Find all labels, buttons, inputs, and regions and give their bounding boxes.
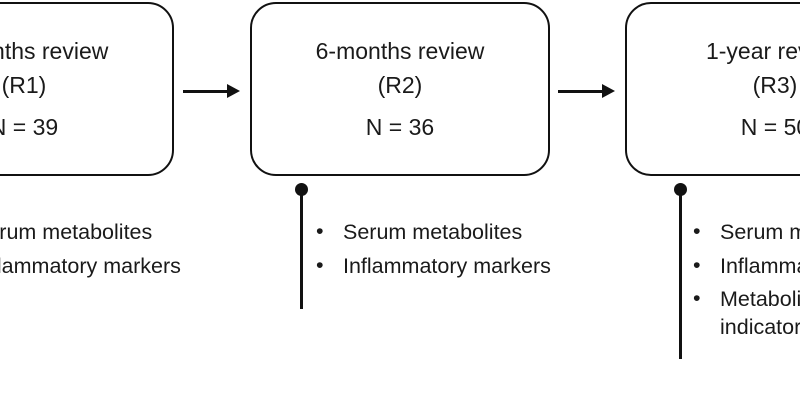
review-title: 1-year review	[705, 38, 800, 64]
measure-label: Inflammatory markers	[343, 253, 551, 278]
review-box-r3: 1-year review (R3) N = 50	[625, 2, 800, 176]
measure-list-r2: • Serum metabolites • Inflammatory marke…	[316, 220, 551, 290]
measure-label: Serum metabolites	[343, 220, 523, 244]
timeline-marker-line	[300, 189, 303, 309]
list-item: • Inflammatory markers	[693, 253, 800, 278]
measure-label: indicators	[720, 314, 800, 339]
measure-label: Metabolic	[720, 287, 800, 311]
flow-arrow	[558, 84, 615, 98]
timeline-marker-line	[679, 189, 682, 359]
review-title: 6-months review	[315, 38, 485, 64]
list-item: • Serum metabolites	[693, 220, 800, 244]
list-item: • Inflammatory markers	[0, 253, 181, 278]
review-box-r1: 6-months review (R1) N = 39	[0, 2, 174, 176]
review-n-count: N = 39	[0, 114, 59, 140]
list-item: indicators	[720, 314, 800, 339]
measure-label: Inflammatory markers	[0, 253, 181, 278]
review-title: 6-months review	[0, 38, 109, 64]
review-code: (R3)	[752, 72, 798, 98]
list-item: • Serum metabolites	[0, 220, 181, 244]
list-item: • Metabolic	[693, 287, 800, 311]
review-n-count: N = 50	[740, 114, 800, 140]
bullet-icon: •	[316, 219, 324, 243]
bullet-icon: •	[693, 286, 701, 310]
measure-label: Inflammatory markers	[720, 253, 800, 278]
review-code: (R2)	[377, 72, 423, 98]
review-box-r2: 6-months review (R2) N = 36	[250, 2, 550, 176]
measure-label: Serum metabolites	[720, 220, 800, 244]
bullet-icon: •	[693, 219, 701, 243]
list-item: • Inflammatory markers	[316, 253, 551, 278]
measure-list-r1: • Serum metabolites • Inflammatory marke…	[0, 220, 181, 290]
bullet-icon: •	[693, 252, 701, 277]
bullet-icon: •	[316, 252, 324, 277]
list-item: • Serum metabolites	[316, 220, 551, 244]
review-code: (R1)	[1, 72, 47, 98]
measure-list-r3: • Serum metabolites • Inflammatory marke…	[693, 220, 800, 351]
review-n-count: N = 36	[365, 114, 435, 140]
measure-label: Serum metabolites	[0, 220, 153, 244]
flow-arrow	[183, 84, 240, 98]
